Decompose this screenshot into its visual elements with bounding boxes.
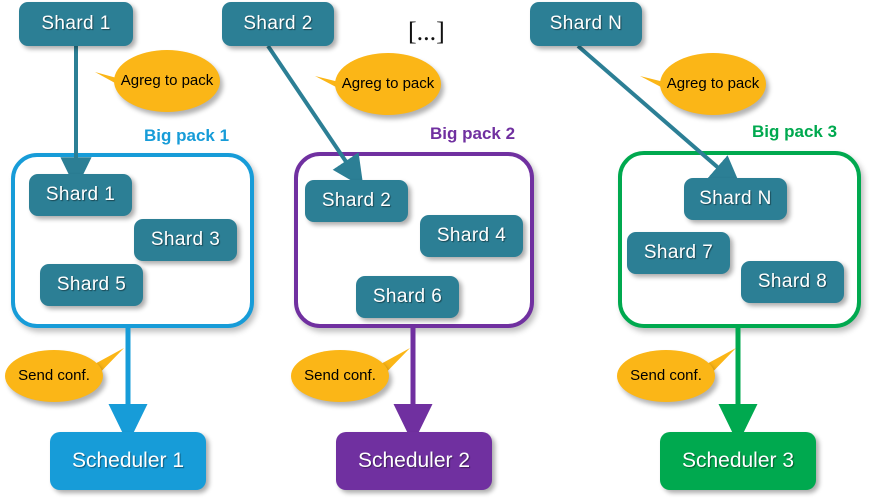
callout-send-conf-2-label: Send conf. [304,367,376,385]
source-shard-n-label: Shard N [549,13,623,34]
arrow-shard2-to-pack2 [266,44,364,188]
scheduler-1-label: Scheduler 1 [71,449,185,472]
pack-2-label-text: Big pack 2 [430,124,515,144]
callout-send-conf-3: Send conf. [617,350,715,402]
pack-2-shard-6[interactable]: Shard 6 [356,276,459,318]
callout-agreg-to-pack-3-label: Agreg to pack [666,75,760,93]
source-shard-1[interactable]: Shard 1 [19,2,133,46]
pack-1-shard-3[interactable]: Shard 3 [134,219,237,261]
pack-2-label: Big pack 2 [430,124,516,143]
callout-agreg-to-pack-1-label: Agreg to pack [120,72,214,90]
pack-3-shard-7-label: Shard 7 [643,242,714,263]
callout-agreg-to-pack-1: Agreg to pack [114,50,220,112]
pack-3-label: Big pack 3 [752,122,838,141]
scheduler-3-label: Scheduler 3 [681,449,795,472]
scheduler-2[interactable]: Scheduler 2 [336,432,492,490]
ellipsis-label: [...] [408,17,445,46]
scheduler-3[interactable]: Scheduler 3 [660,432,816,490]
pack-1-label: Big pack 1 [144,126,230,145]
pack-3-label-text: Big pack 3 [752,122,837,142]
pack-3-shard-8[interactable]: Shard 8 [741,261,844,303]
callout-send-conf-2: Send conf. [291,350,389,402]
pack-1-label-text: Big pack 1 [144,126,229,146]
pack-1-shard-1[interactable]: Shard 1 [29,174,132,216]
callout-agreg-to-pack-2-label: Agreg to pack [341,75,435,93]
source-shard-2[interactable]: Shard 2 [222,2,334,46]
pack-3-shard-n[interactable]: Shard N [684,178,787,220]
callout-send-conf-3-label: Send conf. [630,367,702,385]
pack-2-shard-4[interactable]: Shard 4 [420,215,523,257]
pack-2-shard-2-label: Shard 2 [321,190,392,211]
pack-3-shard-7[interactable]: Shard 7 [627,232,730,274]
pack-2-shard-4-label: Shard 4 [436,225,507,246]
arrow-shardN-to-pack3 [576,44,742,188]
pack-1-shard-3-label: Shard 3 [150,229,221,250]
pack-1-shard-5[interactable]: Shard 5 [40,264,143,306]
pack-1-shard-1-label: Shard 1 [45,184,116,205]
scheduler-1[interactable]: Scheduler 1 [50,432,206,490]
pack-3-shard-n-label: Shard N [699,188,772,209]
callout-send-conf-1-label: Send conf. [18,367,90,385]
pack-3-shard-8-label: Shard 8 [757,271,828,292]
pack-2-shard-6-label: Shard 6 [372,286,443,307]
scheduler-2-label: Scheduler 2 [357,449,471,472]
callout-agreg-to-pack-2: Agreg to pack [335,53,441,115]
callout-agreg-to-pack-3: Agreg to pack [660,53,766,115]
pack-1-shard-5-label: Shard 5 [56,274,127,295]
source-shard-n[interactable]: Shard N [530,2,642,46]
ellipsis-more-shards: [...] [408,17,445,47]
source-shard-2-label: Shard 2 [243,13,313,34]
source-shard-1-label: Shard 1 [41,13,111,34]
callout-send-conf-1: Send conf. [5,350,103,402]
pack-2-shard-2[interactable]: Shard 2 [305,180,408,222]
